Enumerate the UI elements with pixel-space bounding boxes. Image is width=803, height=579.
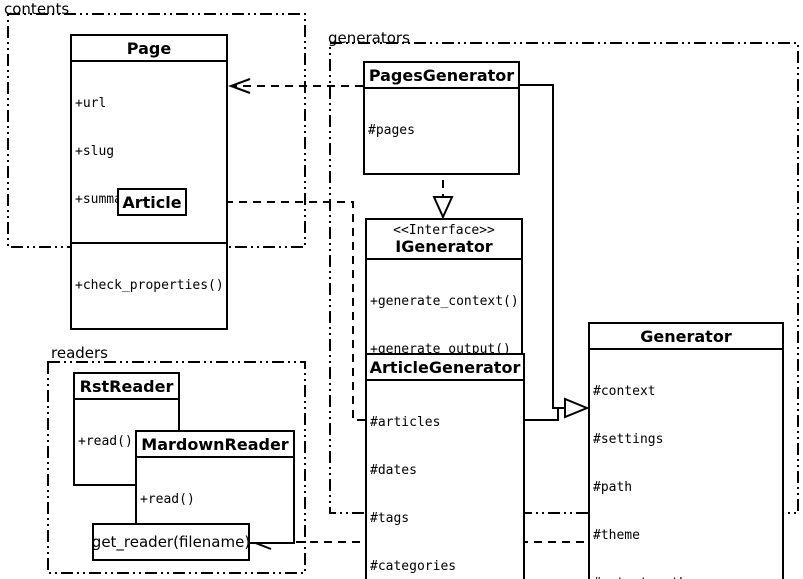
class-articlegenerator[interactable]: ArticleGenerator #articles #dates #tags … — [365, 353, 525, 579]
method-row: +read() — [140, 492, 195, 507]
class-page[interactable]: Page +url +slug +summary +check_properti… — [70, 34, 228, 330]
method-row: +read() — [78, 434, 133, 449]
function-box-label: get_reader(filename) — [91, 533, 251, 551]
attribute-row: #tags — [370, 511, 410, 526]
attribute-row: #articles — [370, 415, 441, 430]
attribute-row: #context — [593, 384, 656, 399]
generalization-articlegenerator-to-generator — [525, 397, 590, 421]
package-label-contents: contents — [4, 0, 70, 18]
class-mardownreader-title: MardownReader — [141, 435, 289, 454]
package-label-readers: readers — [51, 344, 108, 362]
class-rstreader-methods: +read() — [75, 398, 178, 484]
package-readers-border — [47, 361, 306, 574]
class-generator[interactable]: Generator #context #settings #path #them… — [588, 322, 784, 579]
attribute-row: #theme — [593, 528, 640, 543]
attribute-row: #path — [593, 480, 633, 495]
function-box-get-reader[interactable]: get_reader(filename) — [92, 523, 250, 561]
attribute-row: #dates — [370, 463, 417, 478]
method-row: +check_properties() — [75, 278, 224, 293]
package-label-generators: generators — [328, 29, 410, 47]
attribute-row: #categories — [370, 559, 457, 574]
class-pagesgenerator-title: PagesGenerator — [368, 66, 515, 85]
class-mardownreader-methods: +read() — [137, 456, 293, 542]
package-generators-border — [329, 42, 799, 514]
class-pagesgenerator[interactable]: PagesGenerator #pages — [363, 61, 520, 175]
method-row: +generate_context() — [370, 294, 519, 309]
attribute-row: +slug — [75, 144, 115, 159]
generalization-pagesgenerator-to-generator — [520, 84, 565, 409]
class-articlegenerator-title: ArticleGenerator — [369, 358, 521, 377]
attribute-row: #output_path — [593, 576, 779, 579]
class-rstreader-title: RstReader — [79, 377, 174, 396]
attribute-row: +url — [75, 96, 107, 111]
class-generator-attributes: #context #settings #path #theme #output_… — [590, 348, 782, 579]
dependency-pagesgenerator-to-page — [228, 78, 363, 94]
class-page-title: Page — [126, 39, 172, 58]
class-pagesgenerator-attributes: #pages — [365, 87, 518, 173]
class-generator-title: Generator — [640, 327, 732, 346]
class-article[interactable]: Article — [117, 188, 187, 216]
class-igenerator-stereotype: <<Interface>> — [393, 223, 495, 238]
attribute-row: #settings — [593, 432, 664, 447]
class-page-methods: +check_properties() — [72, 242, 226, 328]
class-igenerator-title: IGenerator — [395, 238, 493, 256]
class-article-title: Article — [122, 193, 182, 212]
attribute-row: #pages — [368, 123, 415, 138]
class-articlegenerator-attributes: #articles #dates #tags #categories — [367, 379, 523, 579]
